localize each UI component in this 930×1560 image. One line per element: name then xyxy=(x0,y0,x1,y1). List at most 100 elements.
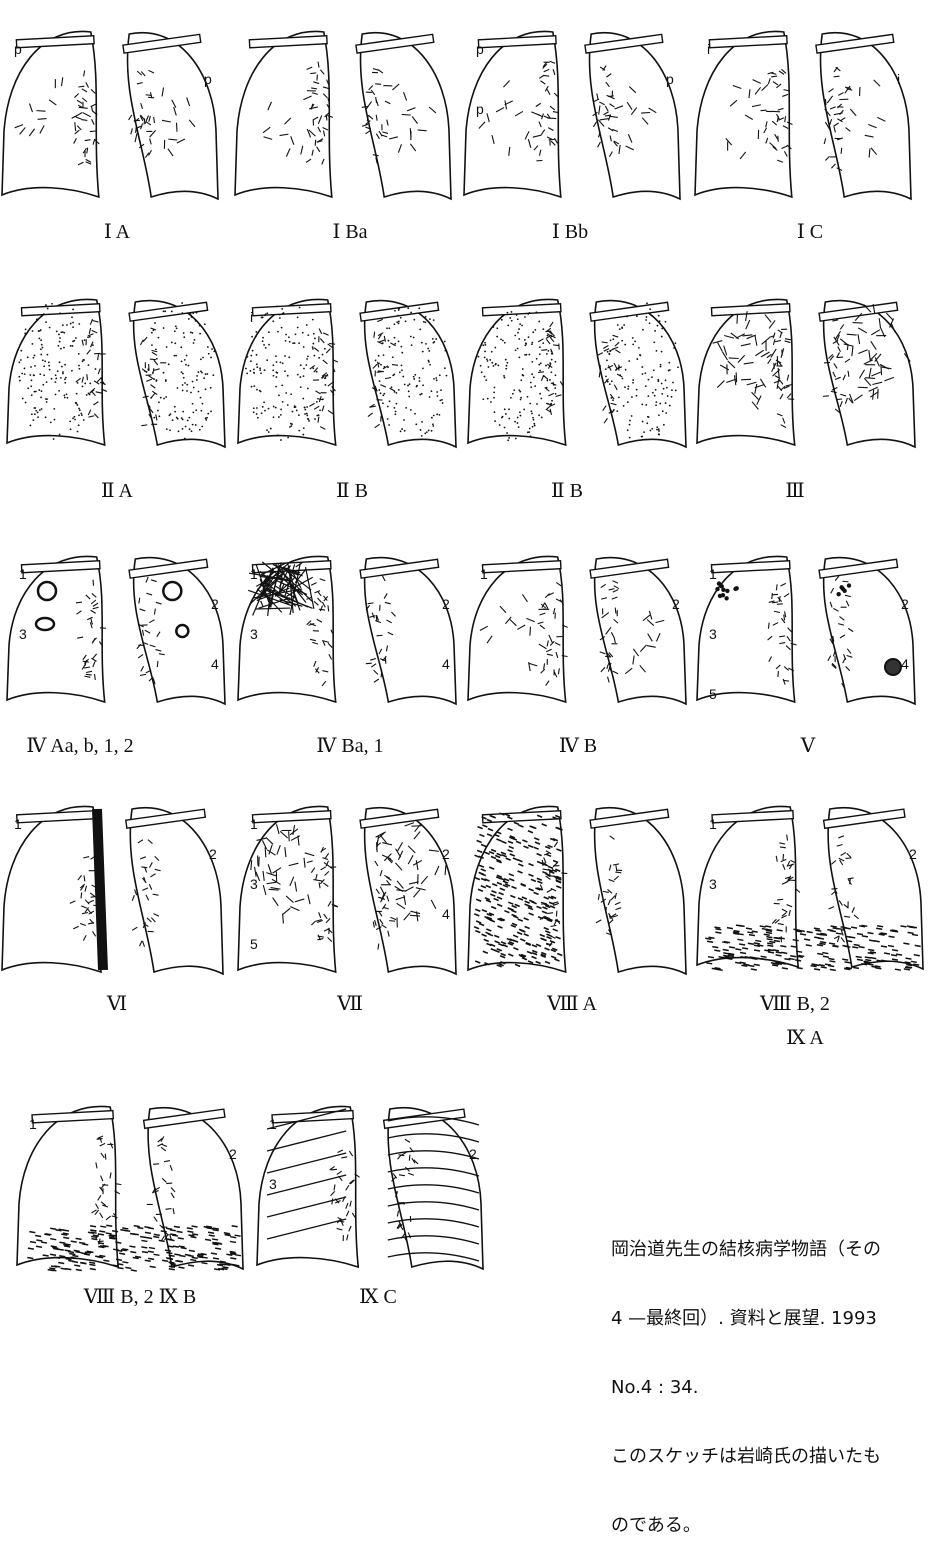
effusion-stroke xyxy=(93,1235,99,1236)
effusion-stroke xyxy=(118,1268,124,1269)
lesion-dot xyxy=(212,374,214,376)
lesion-dot xyxy=(414,374,416,376)
effusion-stroke xyxy=(851,927,857,928)
marker-label: 4 xyxy=(442,656,450,672)
lung-panel-iib1: iⅡ B xyxy=(238,299,456,502)
lesion-dot xyxy=(527,396,529,398)
lesion-dot xyxy=(71,316,73,318)
lesion-dot xyxy=(18,361,20,363)
lesion-dot xyxy=(490,401,492,403)
effusion-stroke xyxy=(846,936,852,937)
lesion-dot xyxy=(175,355,177,357)
effusion-stroke xyxy=(133,1257,139,1258)
lesion-dot xyxy=(177,387,179,389)
lesion-dot xyxy=(207,413,209,415)
lesion-dot xyxy=(60,377,62,379)
caption-line-5: のである。 xyxy=(611,1514,930,1537)
lesion-dot xyxy=(182,428,184,430)
lesion-dot xyxy=(419,380,421,382)
lesion-dot xyxy=(285,334,287,336)
lesion-stroke xyxy=(397,1211,398,1217)
lesion-dot xyxy=(628,360,630,362)
lesion-dot xyxy=(155,380,157,382)
lesion-dot xyxy=(272,364,274,366)
lesion-dot xyxy=(512,393,514,395)
lesion-dot xyxy=(715,587,719,591)
lesion-stroke xyxy=(601,667,605,672)
effusion-stroke xyxy=(177,1261,183,1262)
effusion-stroke xyxy=(169,1255,175,1256)
lesion-dot xyxy=(428,360,430,362)
lesion-dot xyxy=(181,371,183,373)
effusion-stroke xyxy=(216,1243,222,1244)
lesion-dot xyxy=(504,408,506,410)
lesion-dot xyxy=(182,384,184,386)
lesion-dot xyxy=(151,332,153,334)
lesion-dot xyxy=(655,404,657,406)
lesion-dot xyxy=(517,417,519,419)
lesion-dot xyxy=(661,336,663,338)
caption-line-3: No.4 : 34. xyxy=(611,1376,930,1399)
marker-label: 3 xyxy=(19,626,27,642)
lesion-dot xyxy=(432,338,434,340)
lesion-dot xyxy=(275,407,277,409)
left-lung-outline xyxy=(148,1108,243,1269)
lesion-stroke xyxy=(846,858,852,859)
effusion-stroke xyxy=(728,955,734,956)
lesion-stroke xyxy=(561,873,567,874)
effusion-stroke xyxy=(154,1234,160,1235)
effusion-stroke xyxy=(881,946,887,947)
effusion-stroke xyxy=(791,946,797,947)
lesion-dot xyxy=(529,403,531,405)
lesion-dot xyxy=(530,386,532,388)
effusion-stroke xyxy=(853,967,859,968)
lesion-dot xyxy=(49,327,51,329)
lesion-dot xyxy=(67,397,69,399)
effusion-stroke xyxy=(220,1261,226,1262)
lesion-dot xyxy=(669,405,671,407)
lesion-dot xyxy=(18,376,20,378)
lesion-dot xyxy=(44,360,46,362)
lesion-dot xyxy=(422,384,424,386)
lesion-dot xyxy=(54,419,56,421)
lesion-stroke xyxy=(378,371,384,372)
lesion-dot xyxy=(733,587,737,591)
effusion-stroke xyxy=(50,1254,56,1255)
effusion-stroke xyxy=(58,1262,64,1263)
effusion-stroke xyxy=(828,966,834,967)
lesion-dot xyxy=(673,347,675,349)
effusion-stroke xyxy=(90,1226,96,1227)
lesion-stroke xyxy=(377,842,378,852)
lesion-dot xyxy=(661,383,663,385)
lesion-dot xyxy=(51,378,53,380)
lesion-dot xyxy=(507,439,509,441)
lesion-dot xyxy=(41,390,43,392)
lesion-dot xyxy=(300,364,302,366)
lesion-dot xyxy=(307,418,309,420)
lesion-dot xyxy=(204,323,206,325)
lesion-dot xyxy=(246,373,248,375)
lesion-dot xyxy=(399,371,401,373)
lesion-dot xyxy=(484,357,486,359)
effusion-stroke xyxy=(906,965,912,966)
effusion-stroke xyxy=(119,1253,125,1254)
effusion-stroke xyxy=(154,1254,160,1255)
lesion-dot xyxy=(654,330,656,332)
lesion-dot xyxy=(31,394,33,396)
lesion-dot xyxy=(283,312,285,314)
lesion-dot xyxy=(313,333,315,335)
lesion-dot xyxy=(555,361,557,363)
effusion-stroke xyxy=(71,1241,77,1242)
lesion-dot xyxy=(199,429,201,431)
effusion-stroke xyxy=(144,1227,150,1228)
effusion-stroke xyxy=(755,940,761,941)
effusion-stroke xyxy=(188,1265,194,1266)
lesion-dot xyxy=(45,416,47,418)
lesion-dot xyxy=(178,430,180,432)
lesion-dot xyxy=(285,392,287,394)
lesion-dot xyxy=(531,343,533,345)
lesion-dot xyxy=(665,402,667,404)
lesion-stroke xyxy=(737,314,738,324)
lesion-dot xyxy=(551,400,553,402)
